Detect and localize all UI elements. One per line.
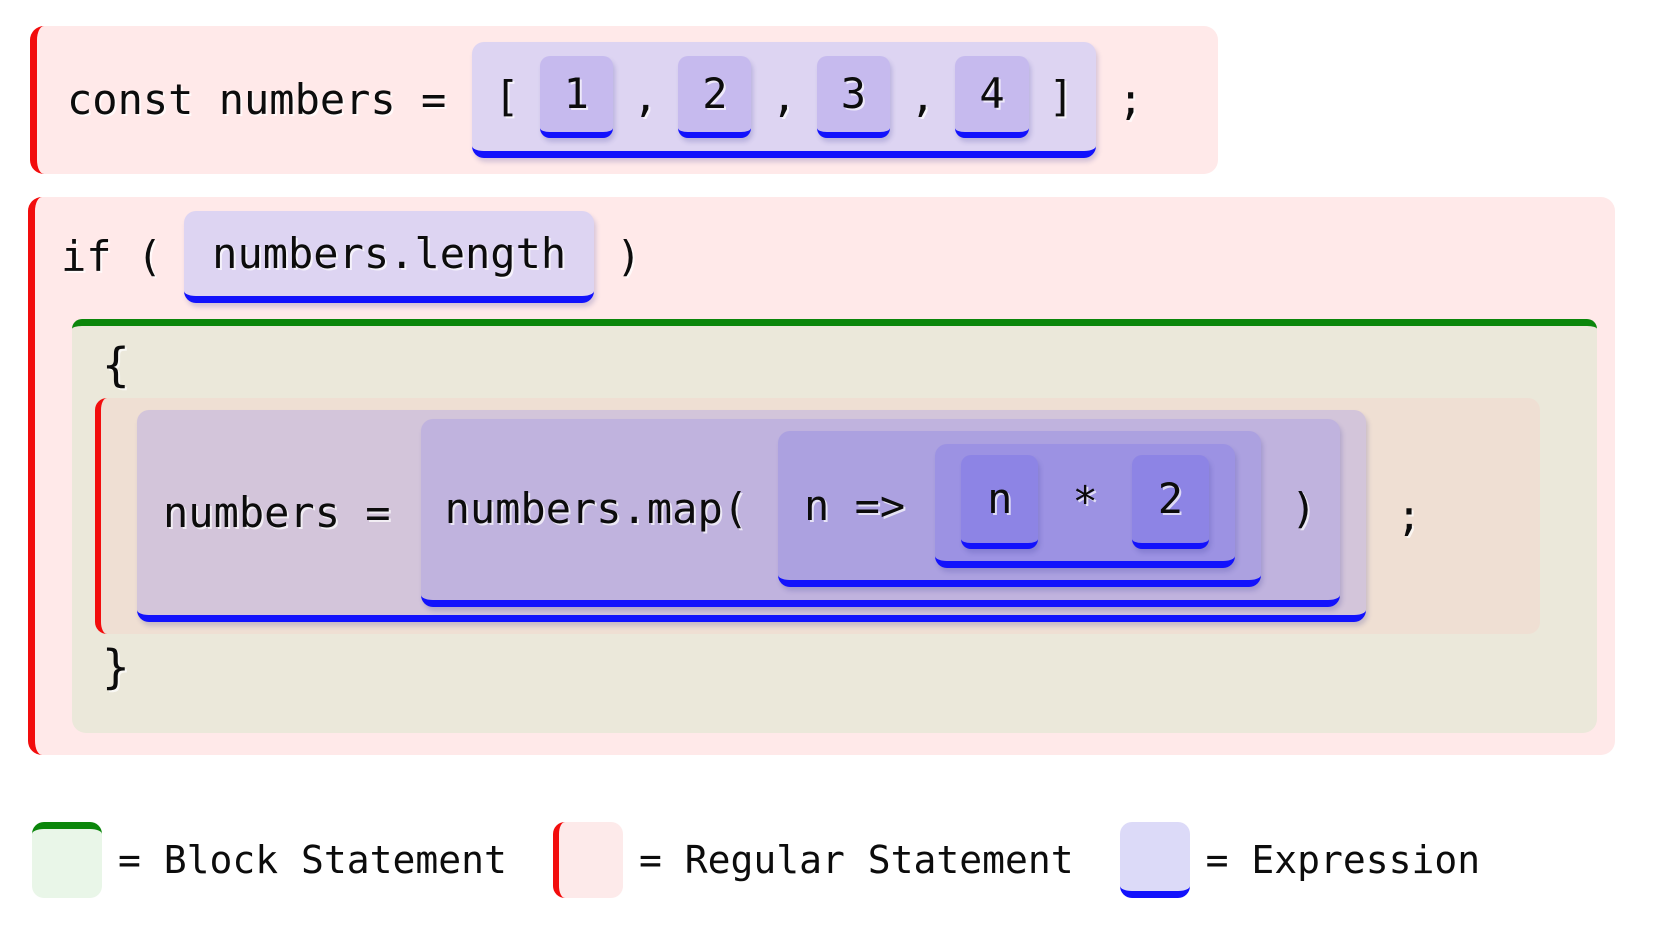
semicolon-token: ;	[1396, 491, 1422, 540]
array-expression-box: [ 1 , 2 , 3 , 4 ]	[472, 42, 1096, 158]
call-close-paren-token: )	[1291, 484, 1317, 533]
arrow-function-expression-box: n => n * 2	[778, 431, 1262, 587]
semicolon-token: ;	[1117, 75, 1144, 124]
regular-statement-swatch	[552, 822, 623, 898]
identifier-box-n: n	[961, 455, 1039, 549]
if-statement: if ( numbers.length ) { numbers = number…	[28, 197, 1615, 755]
close-paren-token: )	[616, 232, 642, 281]
legend-item-block-statement: = Block Statement	[32, 822, 507, 898]
expression-swatch	[1119, 822, 1190, 898]
number-literal-box-2x: 2	[1131, 455, 1210, 549]
const-declaration-text: const numbers =	[67, 75, 447, 124]
legend-item-expression: = Expression	[1119, 822, 1481, 898]
number-literal-box-4: 4	[955, 55, 1029, 138]
block-statement-label: = Block Statement	[118, 838, 507, 882]
close-brace-token: }	[102, 640, 130, 694]
open-bracket-token: [	[494, 71, 520, 121]
comma-token: ,	[771, 71, 797, 121]
number-literal-box-3: 3	[816, 55, 891, 138]
arrow-param-token: n =>	[804, 480, 906, 530]
condition-expression-box: numbers.length	[184, 211, 595, 303]
const-declaration-statement: const numbers = [ 1 , 2 , 3 , 4 ] ;	[30, 26, 1218, 174]
legend: = Block Statement = Regular Statement = …	[32, 822, 1480, 898]
map-call-expression-box: numbers.map( n => n * 2 )	[420, 418, 1341, 607]
assignment-statement: numbers = numbers.map( n => n * 2 )	[95, 398, 1540, 634]
comma-token: ,	[632, 71, 659, 121]
if-condition-row: if ( numbers.length )	[35, 197, 1615, 303]
block-statement-swatch	[32, 822, 102, 898]
expression-label: = Expression	[1205, 838, 1481, 882]
open-brace-token: {	[102, 338, 130, 392]
close-bracket-token: ]	[1048, 71, 1074, 121]
assignment-target-text: numbers =	[163, 487, 391, 537]
map-callee-token: numbers.map(	[444, 484, 749, 533]
multiply-operator-token: *	[1072, 477, 1098, 526]
comma-token: ,	[910, 71, 936, 121]
number-literal-box-1: 1	[539, 55, 613, 138]
block-statement: { numbers = numbers.map( n => n * 2	[72, 319, 1597, 733]
regular-statement-label: = Regular Statement	[638, 838, 1074, 882]
legend-item-regular-statement: = Regular Statement	[552, 822, 1074, 898]
binary-expression-box: n * 2	[935, 443, 1236, 568]
assignment-expression-box: numbers = numbers.map( n => n * 2 )	[137, 410, 1367, 622]
if-keyword-token: if (	[61, 232, 163, 281]
number-literal-box-2: 2	[678, 55, 752, 138]
